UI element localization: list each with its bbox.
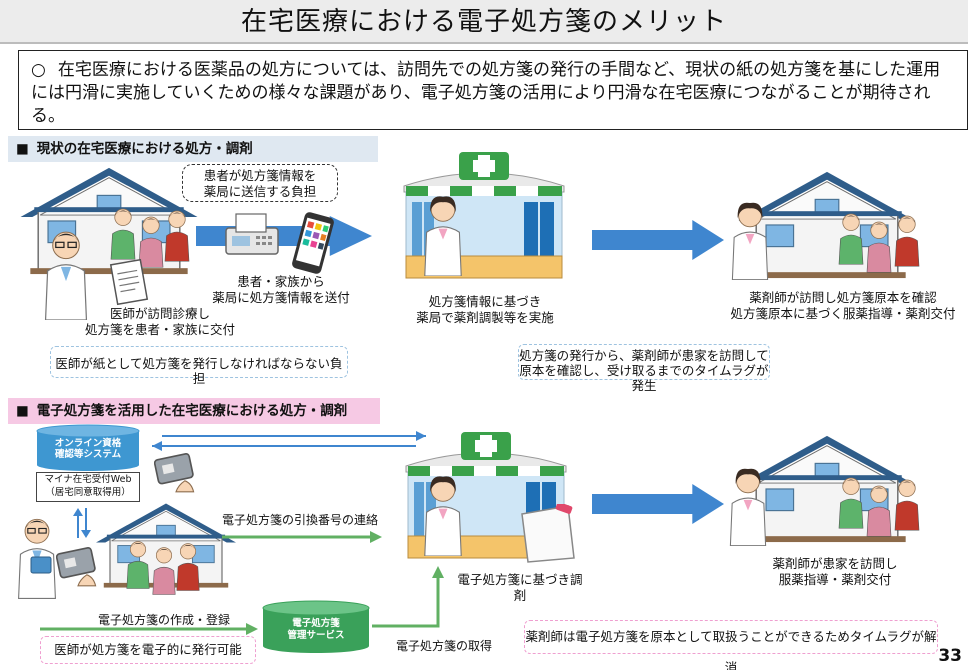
timelag-resolved-note: 薬剤師は電子処方箋を原本として取扱うことができるためタイムラグが解消 [524, 620, 938, 670]
patient-burden-note: 患者が処方箋情報を 薬局に送信する負担 [182, 164, 338, 202]
doctor-burden-note: 医師が紙として処方箋を発行しなければならない負担 [50, 346, 348, 386]
intro-text: 在宅医療における医薬品の処方については、訪問先での処方箋の発行の手間など、現状の… [31, 60, 941, 126]
vertical-bidirectional-arrow-icon [73, 508, 91, 538]
caption-acquire: 電子処方箋の取得 [395, 639, 492, 653]
section2-title: 電子処方箋を活用した在宅医療における処方・調剤 [36, 403, 348, 419]
section1-bullet: ■ [16, 141, 29, 157]
management-service-label: 電子処方箋 管理サービス [287, 618, 345, 641]
caption-dispense-electronic: 電子処方箋に基づき調剤 [457, 572, 583, 603]
caption-pharmacist-visit-electronic: 薬剤師が患家を訪問し 服薬指導・薬剤交付 [772, 556, 898, 587]
green-arrow-right-icon [40, 623, 258, 635]
arrow-right-icon [196, 216, 372, 256]
section1-header: ■ 現状の在宅医療における処方・調剤 [8, 136, 378, 162]
family-member-icon [892, 212, 922, 268]
pharmacy-icon [384, 152, 584, 282]
page-number: 33 [938, 646, 962, 666]
caption-pharmacy-dispense: 処方箋情報に基づき 薬局で薬剤調製等を実施 [416, 294, 554, 325]
elderly-patient-icon [864, 218, 894, 274]
pharmacist-icon [420, 194, 466, 276]
arrow-right-icon [592, 220, 724, 260]
bidirectional-arrow-icon [152, 431, 426, 451]
management-service-cylinder-icon [262, 600, 370, 653]
family-member-icon [124, 538, 152, 590]
tablet-icon [30, 556, 52, 574]
electronic-issue-note: 医師が処方箋を電子的に発行可能 [40, 636, 256, 664]
caption-send-prescription: 患者・家族から 薬局に処方箋情報を送付 [212, 274, 350, 305]
pharmacist-icon [728, 200, 772, 280]
my-number-card-icon [56, 544, 100, 588]
online-system-label: オンライン資格 確認等システム [54, 438, 122, 460]
elderly-patient-icon [864, 482, 894, 538]
family-member-icon [892, 476, 922, 532]
family-member-icon [836, 210, 866, 266]
caption-pharmacist-visit: 薬剤師が訪問し処方箋原本を確認 処方箋原本に基づく服薬指導・薬剤交付 [730, 290, 956, 321]
online-system-cylinder-icon [36, 424, 140, 471]
fax-machine-icon [225, 213, 279, 255]
timelag-note: 処方箋の発行から、薬剤師が患家を訪問して 原本を確認し、受け取るまでのタイムラグ… [518, 344, 770, 393]
smartphone-icon [292, 212, 334, 274]
section2-header: ■ 電子処方箋を活用した在宅医療における処方・調剤 [8, 398, 380, 424]
family-member-icon [108, 206, 138, 260]
medicine-bag-icon [521, 504, 575, 563]
green-arrow-right-icon [222, 531, 382, 543]
pharmacist-icon [420, 474, 466, 556]
pharmacist-icon [726, 466, 770, 546]
maina-web-label: マイナ在宅受付Web （居宅同意取得用） [36, 472, 140, 502]
green-arrow-up-icon [372, 566, 444, 628]
family-member-icon [174, 540, 202, 592]
title-bar: 在宅医療における電子処方箋のメリット [0, 0, 968, 44]
intro-bullet: ○ [31, 60, 46, 80]
paper-prescription-icon [109, 258, 149, 306]
family-member-icon [836, 474, 866, 530]
family-member-icon [162, 208, 192, 262]
section2-bullet: ■ [16, 403, 29, 419]
intro-box: ○在宅医療における医薬品の処方については、訪問先での処方箋の発行の手間など、現状… [18, 50, 968, 130]
section1-title: 現状の在宅医療における処方・調剤 [36, 141, 253, 157]
caption-exchange-number: 電子処方箋の引換番号の連絡 [222, 513, 379, 527]
arrow-right-icon [592, 484, 724, 524]
page-title: 在宅医療における電子処方箋のメリット [240, 7, 727, 37]
caption-create-register: 電子処方箋の作成・登録 [97, 613, 230, 627]
caption-doctor-visit: 医師が訪問診療し 処方箋を患者・家族に交付 [84, 306, 235, 337]
my-number-card-icon [154, 450, 198, 494]
